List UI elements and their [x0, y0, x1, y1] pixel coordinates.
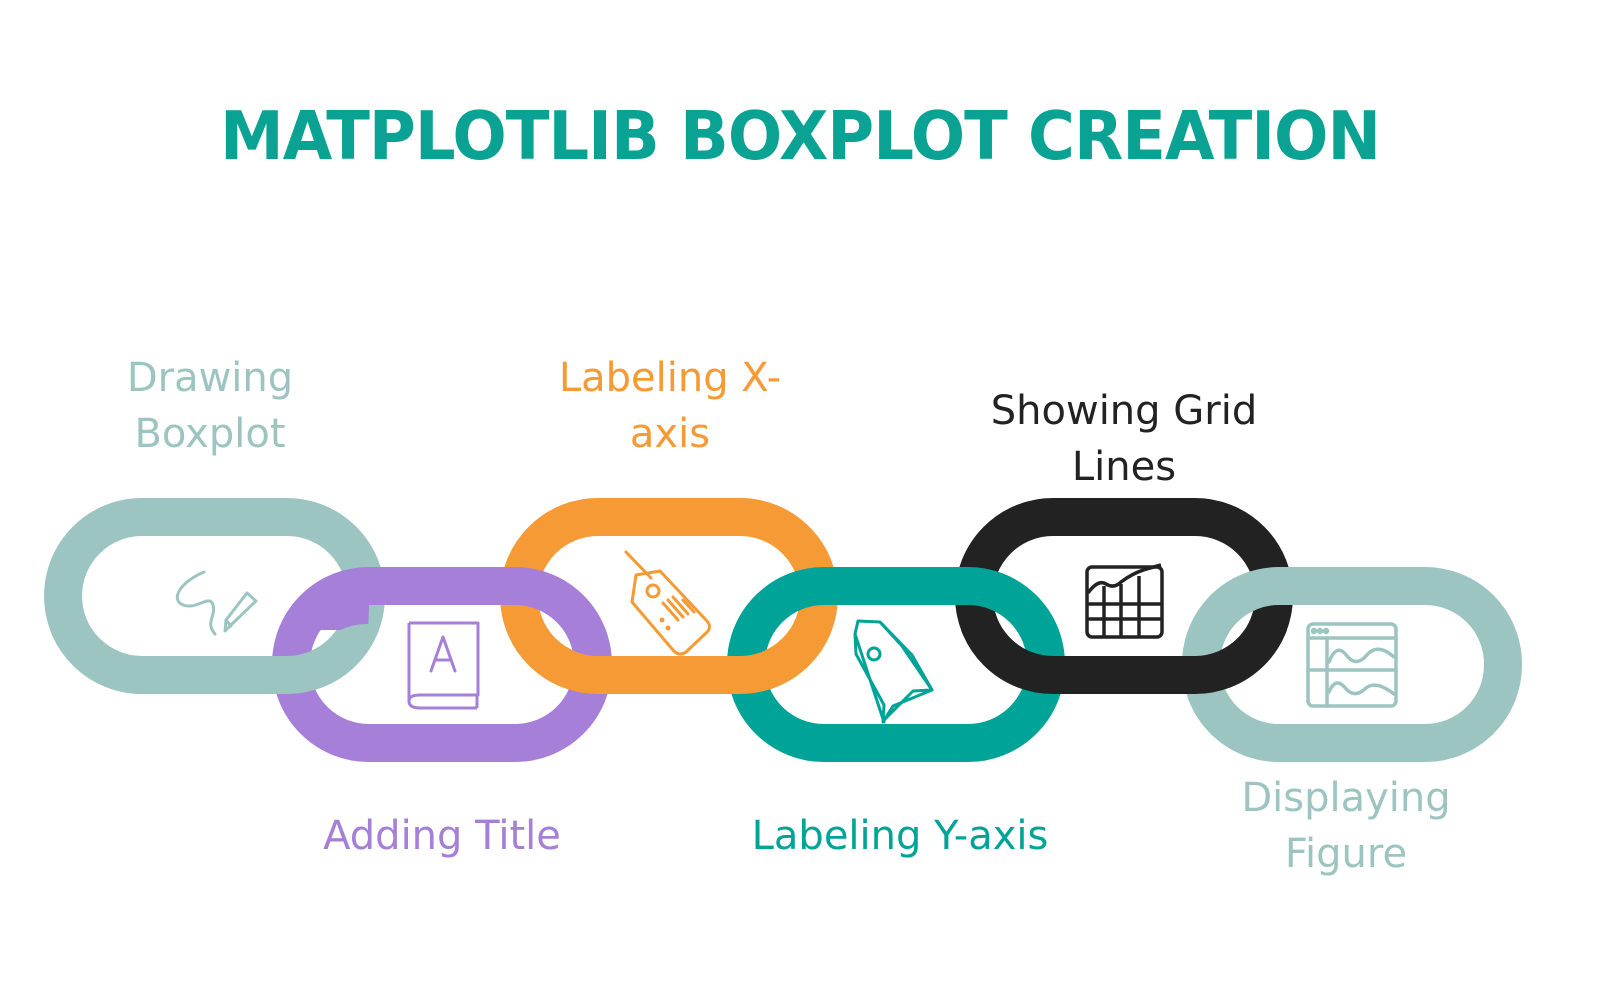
step-label-adding-title: Adding Title: [323, 813, 561, 859]
pen-scribble-icon: [175, 570, 258, 636]
book-letter-a-icon: [407, 621, 480, 710]
page-title: MATPLOTLIB BOXPLOT CREATION: [220, 98, 1381, 176]
window-waveform-icon: [1306, 622, 1398, 708]
grid-chart-icon: [1085, 563, 1164, 639]
step-label-labeling-x-axis: Labeling X- axis: [558, 355, 782, 457]
tag-icon: [853, 619, 934, 724]
price-tag-barcode-icon: [624, 550, 711, 656]
step-label-drawing-boxplot: Drawing Boxplot: [126, 355, 294, 457]
step-label-showing-grid-lines: Showing Grid Lines: [990, 388, 1258, 490]
step-label-labeling-y-axis: Labeling Y-axis: [751, 813, 1049, 859]
step-label-displaying-figure: Displaying Figure: [1241, 775, 1451, 877]
